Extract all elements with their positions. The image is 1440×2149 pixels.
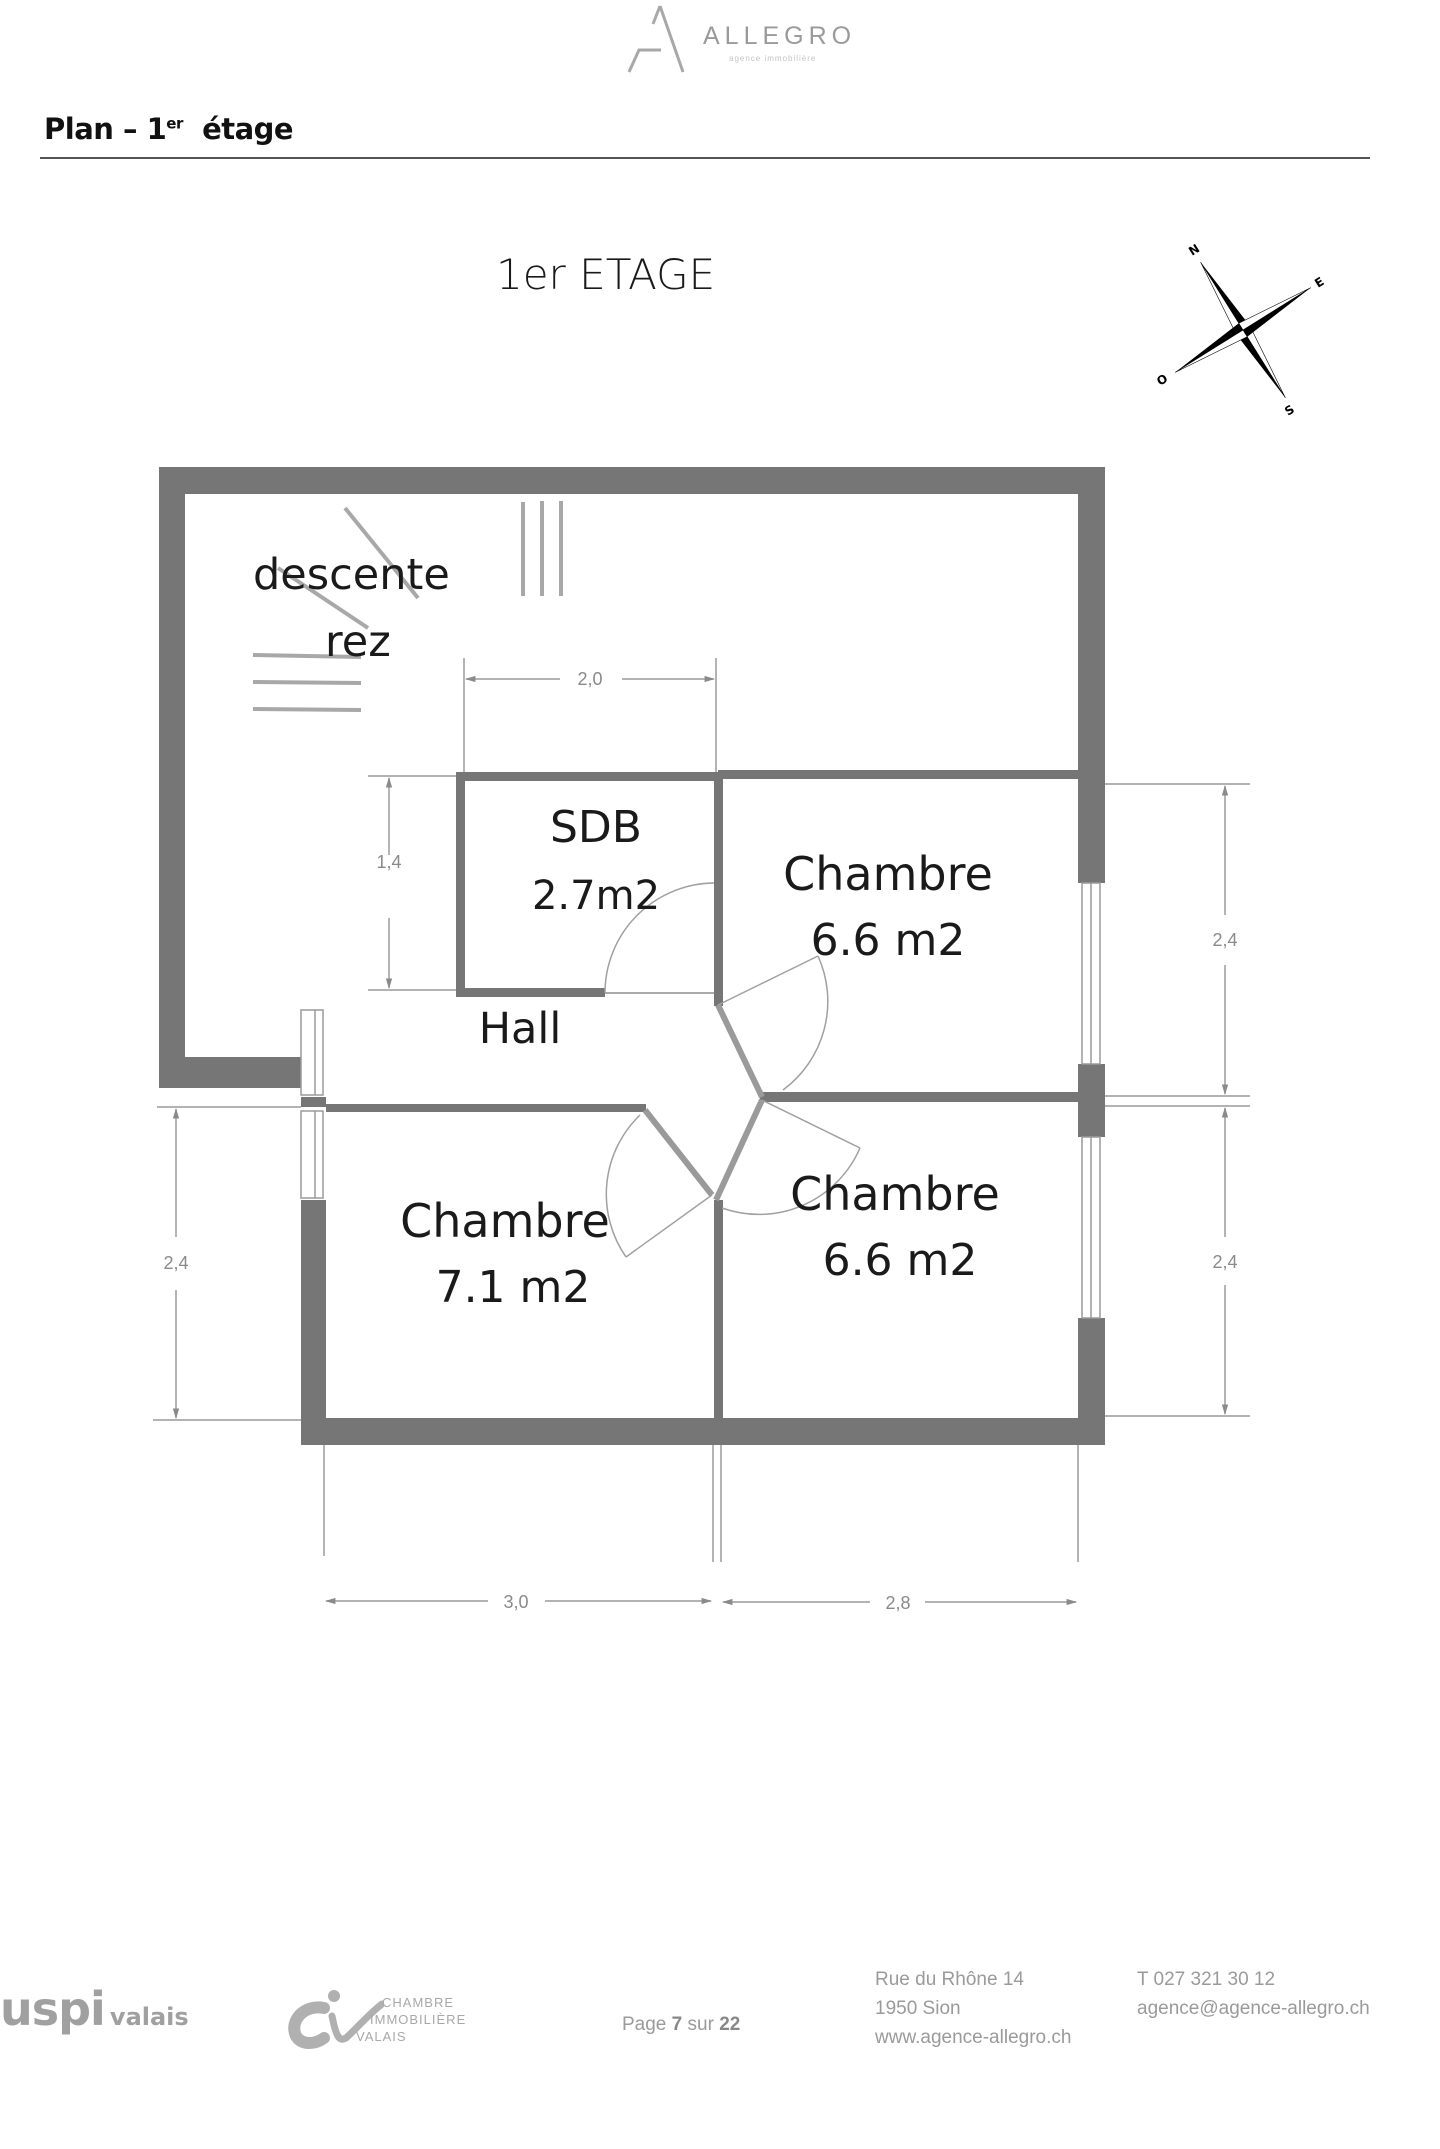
window-left-upper [300, 1009, 324, 1096]
compass-west: O [1154, 371, 1170, 388]
ci-line-2: IMMOBILIÈRE [370, 2012, 467, 2027]
address-website[interactable]: www.agence-allegro.ch [875, 2027, 1072, 2048]
section-title-rest: étage [202, 112, 294, 146]
stairs-label-rez: rez [325, 617, 391, 667]
door-sdb [604, 882, 715, 994]
plan-title: 1er ETAGE [496, 250, 716, 299]
contact-phone: T 027 321 30 12 [1137, 1969, 1276, 1990]
contact-email[interactable]: agence@agence-allegro.ch [1137, 1998, 1370, 2019]
dimension-lines [153, 658, 1250, 1606]
dim-bottom-right: 2,8 [885, 1593, 910, 1613]
doors [604, 882, 861, 1258]
window-left-lower [300, 1110, 324, 1199]
address-street: Rue du Rhône 14 [875, 1969, 1024, 1990]
logo-name: ALLEGRO [703, 22, 857, 50]
page-prefix: Page [622, 2014, 667, 2035]
logo-tagline: agence immobilière [729, 54, 817, 63]
section-title-sup: er [166, 114, 183, 133]
dim-right-bottom: 2,4 [1212, 1252, 1237, 1272]
page-current: 7 [671, 2014, 683, 2035]
ci-line-1: CHAMBRE [382, 1995, 455, 2010]
dim-sdb-height: 1,4 [376, 852, 401, 872]
allegro-a-logo-icon [627, 5, 685, 73]
room-chambre-se-name: Chambre [790, 1167, 1000, 1221]
section-title: Plan – 1er étage [44, 112, 294, 146]
outer-walls [159, 467, 1105, 1445]
door-chambre-se [721, 1147, 861, 1216]
room-chambre-se-area: 6.6 m2 [823, 1235, 978, 1286]
address-city: 1950 Sion [875, 1998, 961, 2019]
room-chambre-ne-name: Chambre [783, 847, 993, 901]
floor-plan: N E O S [153, 241, 1327, 1613]
dim-left-bottom: 2,4 [163, 1253, 188, 1273]
windows [300, 882, 1101, 1319]
ci-line-3: VALAIS [356, 2029, 407, 2044]
room-sdb-name: SDB [550, 802, 642, 853]
door-chambre-sw [605, 1114, 641, 1258]
uspi-logo-suffix: valais [109, 2003, 189, 2031]
uspi-logo: uspi valais [0, 1982, 189, 2036]
compass-east: E [1312, 274, 1326, 290]
room-hall-name: Hall [479, 1004, 562, 1054]
page-indicator: Page 7 sur 22 [622, 2010, 740, 2039]
stairs [252, 501, 563, 712]
title-divider [40, 157, 1370, 159]
allegro-logo: ALLEGRO agence immobilière [625, 2, 865, 74]
room-chambre-ne-area: 6.6 m2 [811, 915, 966, 966]
interior-walls [326, 770, 1078, 1420]
stairs-label-descente: descente [253, 550, 450, 600]
room-sdb-area: 2.7m2 [532, 873, 660, 919]
page-total: 22 [719, 2014, 741, 2035]
page-separator: sur [687, 2014, 714, 2035]
section-title-main: Plan – 1 [44, 112, 167, 146]
dim-sdb-width: 2,0 [577, 669, 602, 689]
compass-south: S [1282, 402, 1297, 418]
door-chambre-ne [782, 955, 829, 1091]
room-chambre-sw-name: Chambre [400, 1194, 610, 1248]
address-block: Rue du Rhône 14 1950 Sion www.agence-all… [875, 1965, 1071, 2052]
room-chambre-sw-area: 7.1 m2 [436, 1262, 591, 1313]
footer: uspi valais CHAMBRE IMMOBILIÈRE VALAIS P… [0, 1960, 1440, 2080]
uspi-logo-text: uspi [0, 1982, 106, 2036]
dim-bottom-left: 3,0 [503, 1592, 528, 1612]
contact-block: T 027 321 30 12 agence@agence-allegro.ch [1137, 1965, 1370, 2023]
compass-rose-icon: N E O S [1154, 241, 1326, 418]
ci-logo-icon [288, 1990, 384, 2049]
compass-north: N [1186, 241, 1202, 258]
dim-right-top: 2,4 [1212, 930, 1237, 950]
